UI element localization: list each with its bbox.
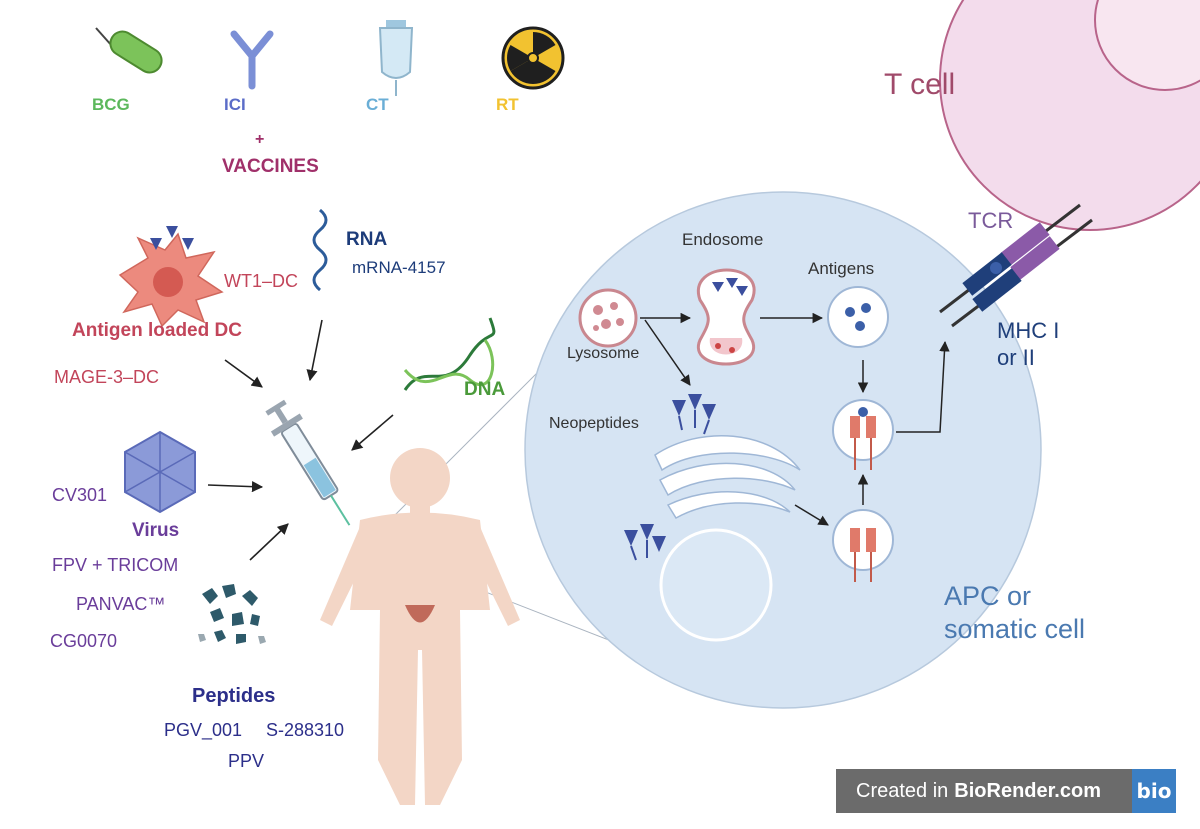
bcg-label: BCG [92, 95, 130, 114]
rna-strand-icon [312, 208, 328, 292]
dc-label: Antigen loaded DC [72, 320, 242, 341]
dna-helix-icon [403, 317, 496, 391]
credit-text: Created in BioRender.com [836, 769, 1132, 813]
ici-label: ICI [224, 95, 246, 114]
lysosome-icon [578, 288, 638, 348]
syringe-icon [265, 399, 351, 526]
neopeptide-cluster-icon-2 [624, 524, 666, 561]
apc-arrows [640, 312, 950, 526]
bcg-bacterium-icon [95, 27, 163, 74]
peptides-label: Peptides [192, 685, 276, 707]
ct-label: CT [366, 95, 389, 114]
virus-example-fpv: FPV + TRICOM [52, 555, 179, 575]
antigens-vesicle-icon [827, 286, 889, 348]
peptide-example-pgv: PGV_001 [164, 720, 243, 740]
virus-example-panvac: PANVAC™ [76, 594, 166, 614]
peptide-example-ppv: PPV [228, 751, 265, 771]
peptide-example-s288310: S-288310 [266, 720, 345, 740]
apc-label-line1: APC or [944, 581, 1032, 611]
virus-example-cg0070: CG0070 [50, 631, 118, 651]
virus-example-cv301: CV301 [52, 485, 108, 505]
mhc-label-line2: or II [997, 345, 1035, 370]
rt-radiation-icon [501, 26, 565, 90]
virus-label: Virus [132, 520, 180, 541]
tcr-mhc-complex-icon [939, 203, 1093, 328]
biorender-logo-icon: bio [1132, 769, 1176, 813]
antigens-label: Antigens [808, 259, 875, 278]
mhc-label-line1: MHC I [997, 318, 1060, 343]
peptides-icon [198, 584, 266, 644]
endosome-icon [696, 268, 756, 366]
biorender-credit-badge: Created in BioRender.com bio [836, 769, 1176, 813]
virus-icon [124, 430, 196, 514]
dna-label: DNA [464, 379, 506, 400]
nucleus-icon [659, 528, 773, 642]
golgi-icon [654, 434, 801, 520]
lysosome-label: Lysosome [567, 345, 640, 362]
plus-sign: + [255, 131, 265, 148]
t-cell-label: T cell [884, 68, 956, 101]
dc-example-wt1: WT1–DC [224, 271, 299, 291]
mhc-loaded-vesicle-icon [832, 399, 894, 470]
human-body-icon [320, 448, 520, 805]
endosome-label: Endosome [682, 230, 764, 249]
neopeptides-label: Neopeptides [549, 415, 639, 432]
neopeptide-cluster-icon [672, 394, 716, 435]
tcr-label: TCR [968, 208, 1014, 233]
dendritic-cell-icon [118, 226, 224, 328]
vaccine-arrows [207, 319, 394, 561]
rna-example: mRNA-4157 [352, 258, 446, 277]
mhc-empty-vesicle-icon [832, 509, 894, 582]
vaccines-heading: VACCINES [222, 156, 319, 177]
rna-label: RNA [346, 229, 388, 250]
credit-prefix: Created in [856, 779, 949, 802]
ici-antibody-icon [230, 30, 274, 90]
credit-brand: BioRender.com [954, 779, 1101, 802]
t-cell-shape [939, 0, 1200, 231]
dc-example-mage: MAGE-3–DC [54, 367, 160, 387]
apc-cell-shape [524, 191, 1042, 709]
rt-label: RT [496, 95, 519, 114]
apc-label-line2: somatic cell [944, 614, 1086, 644]
ct-infusion-bag-icon [378, 20, 414, 96]
